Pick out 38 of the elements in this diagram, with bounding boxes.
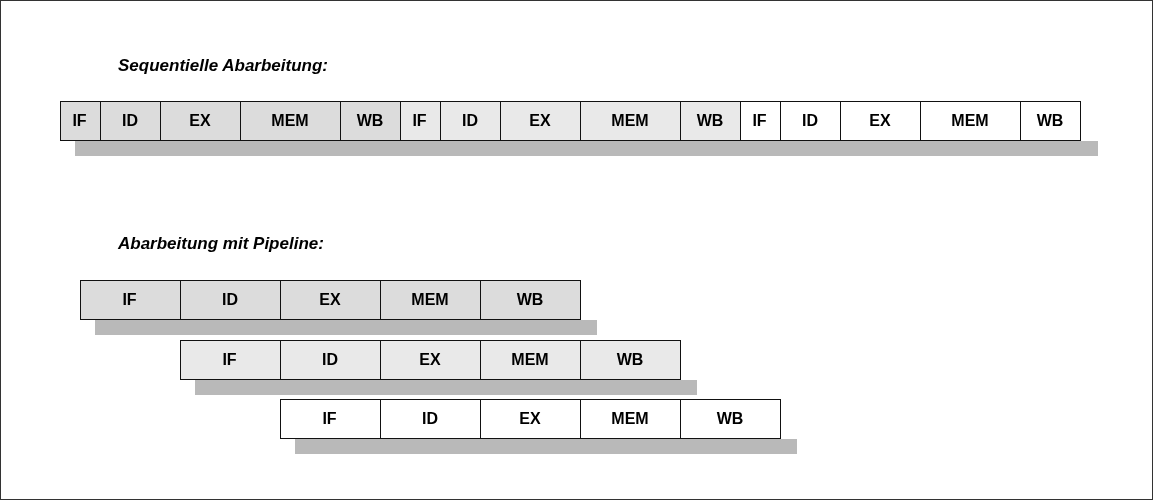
pipeline-stage: EX — [279, 281, 380, 319]
pipeline-stage: MEM — [579, 400, 680, 438]
pipeline-stage: MEM — [239, 102, 340, 140]
pipeline-stage: WB — [339, 102, 400, 140]
pipeline-stage: ID — [779, 102, 840, 140]
pipeline-stage: EX — [499, 102, 580, 140]
pipeline-stage: IF — [59, 102, 100, 140]
pipeline-stage: ID — [99, 102, 160, 140]
instruction-bar — [60, 101, 401, 141]
instruction-bar — [400, 101, 741, 141]
pipeline-stage: MEM — [379, 281, 480, 319]
pipeline-stage: IF — [279, 400, 380, 438]
pipeline-stage: MEM — [579, 102, 680, 140]
instruction-bar — [280, 399, 781, 439]
pipeline-stage: MEM — [919, 102, 1020, 140]
section-heading: Abarbeitung mit Pipeline: — [118, 234, 324, 254]
pipeline-stage: WB — [679, 400, 780, 438]
pipeline-stage: EX — [479, 400, 580, 438]
section-heading: Sequentielle Abarbeitung: — [118, 56, 328, 76]
pipeline-stage: ID — [179, 281, 280, 319]
pipeline-stage: MEM — [479, 341, 580, 379]
instruction-bar — [80, 280, 581, 320]
pipeline-stage: ID — [439, 102, 500, 140]
pipeline-stage: EX — [839, 102, 920, 140]
pipeline-stage: ID — [379, 400, 480, 438]
pipeline-stage: ID — [279, 341, 380, 379]
pipeline-stage: IF — [399, 102, 440, 140]
pipeline-stage: IF — [739, 102, 780, 140]
instruction-bar — [740, 101, 1081, 141]
pipeline-stage: WB — [679, 102, 740, 140]
instruction-bar — [180, 340, 681, 380]
pipeline-stage: WB — [579, 341, 680, 379]
pipeline-stage: IF — [79, 281, 180, 319]
pipeline-stage: EX — [159, 102, 240, 140]
pipeline-stage: EX — [379, 341, 480, 379]
pipeline-stage: IF — [179, 341, 280, 379]
pipeline-stage: WB — [1019, 102, 1080, 140]
pipeline-stage: WB — [479, 281, 580, 319]
